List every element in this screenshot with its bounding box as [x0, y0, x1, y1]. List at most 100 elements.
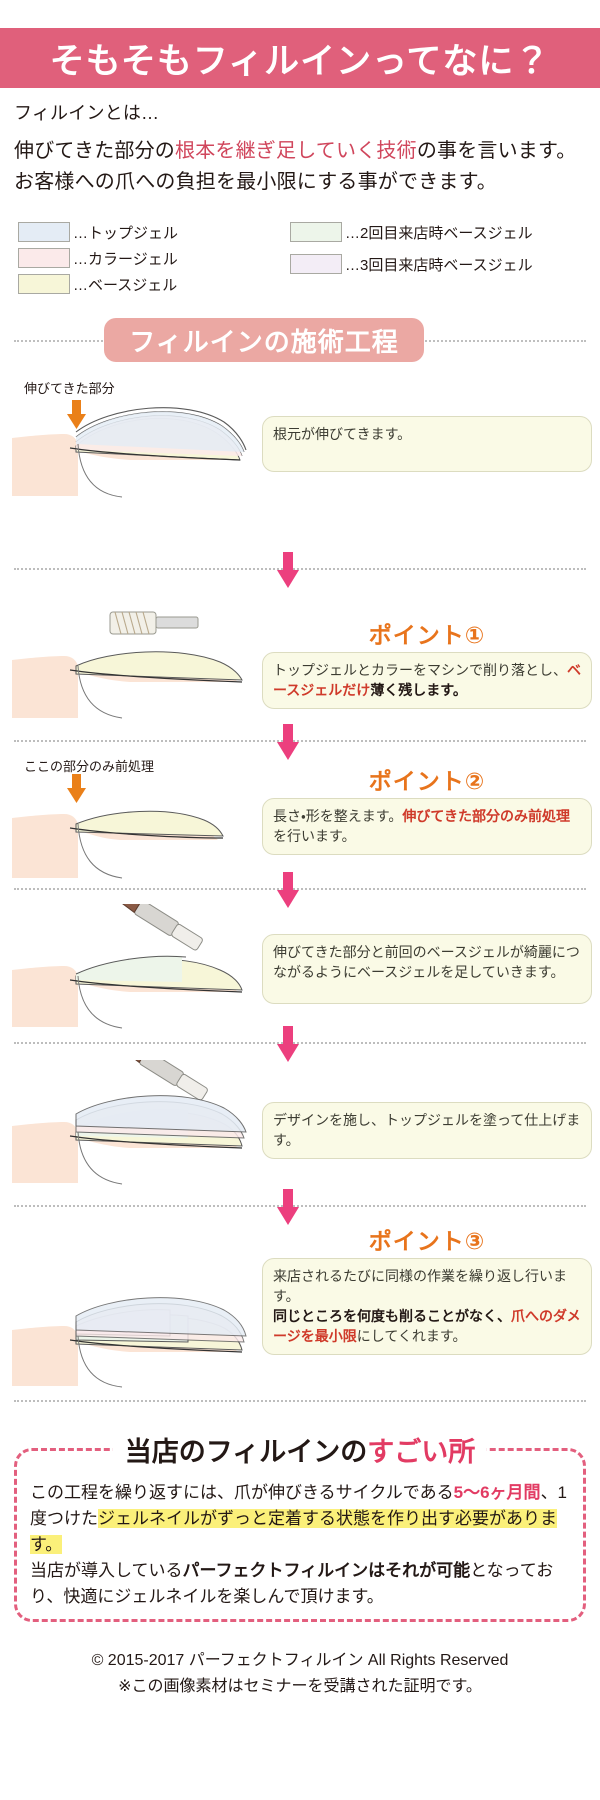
step-4-bubble: 伸びてきた部分と前回のベースジェルが綺麗につながるようにベースジェルを足していき…: [262, 934, 592, 1004]
flow-arrow-2: [275, 724, 301, 762]
legend-swatch-visit3-base-gel: [290, 254, 342, 274]
nail-cross-section-3: [12, 774, 224, 879]
drill-bit-icon: [109, 611, 199, 635]
legend-item: …3回目来店時ベースジェル: [290, 252, 533, 276]
brush-icon: [114, 889, 203, 951]
nail-cross-section-2: [12, 611, 243, 719]
step-2-text-a: トップジェルとカラーをマシンで削り落とし、: [273, 662, 567, 678]
step-divider-4: [14, 1042, 586, 1044]
legend-swatch-color-gel: [18, 248, 70, 268]
step-4-text-side: 伸びてきた部分と前回のベースジェルが綺麗につながるようにベースジェルを足していき…: [262, 934, 592, 1004]
step-2-text-highlight: ベースジェルだけ: [273, 662, 581, 698]
legend-item: …2回目来店時ベースジェル: [290, 220, 533, 244]
step-5-text: デザインを施し、トップジェルを塗って仕上げます。: [273, 1112, 581, 1148]
bottom-heading-highlight: すごい所: [367, 1436, 476, 1467]
step-divider-6: [14, 1400, 586, 1402]
bottom-body-text: この工程を繰り返すには、爪が伸びきるサイクルである5〜6ヶ月間、1度つけたジェル…: [30, 1480, 574, 1610]
bottom-p2-c: となっており、快適にジェルネイルを楽しんで頂けます。: [30, 1561, 554, 1606]
step-6-bubble: 来店されるたびに同様の作業を繰り返し行います。 同じところを何度も削ることがなく…: [262, 1258, 592, 1355]
pink-down-arrow: [277, 552, 299, 588]
bottom-p1-highlight: 5〜6ヶ月間: [453, 1483, 541, 1502]
legend-item: …トップジェル: [18, 220, 178, 244]
intro-line-2: 伸びてきた部分の根本を継ぎ足していく技術の事を言います。: [14, 136, 586, 167]
legend-item: …カラージェル: [18, 246, 178, 270]
process-step-5: デザインを施し、トップジェルを塗って仕上げます。: [0, 1039, 600, 1190]
intro-line-1: フィルインとは…: [14, 103, 160, 123]
step-2-point-heading: ポイント①: [368, 622, 486, 648]
step-2-text-side: ポイント① トップジェルとカラーをマシンで削り落とし、ベースジェルだけ薄く残しま…: [262, 616, 592, 709]
step-2-bubble: トップジェルとカラーをマシンで削り落とし、ベースジェルだけ薄く残します。: [262, 652, 592, 709]
step-3-caption: ここの部分のみ前処理: [24, 759, 155, 774]
intro-block: フィルインとは… 伸びてきた部分の根本を継ぎ足していく技術の事を言います。 お客…: [14, 98, 586, 198]
flow-arrow-1: [275, 552, 301, 590]
step-1-bubble: 根元が伸びてきます。: [262, 416, 592, 472]
process-step-2: ポイント① トップジェルとカラーをマシンで削り落とし、ベースジェルだけ薄く残しま…: [0, 600, 600, 730]
step-1-caption: 伸びてきた部分: [24, 381, 115, 396]
bottom-heading-prefix: 当店のフィルインの: [124, 1436, 368, 1467]
step-6-illustration: [10, 1268, 260, 1393]
bottom-p2-bold: パーフェクトフィルインはそれが可能: [182, 1561, 471, 1580]
process-step-4: 伸びてきた部分と前回のベースジェルが綺麗につながるようにベースジェルを足していき…: [0, 889, 600, 1034]
step-3-text-highlight: 伸びてきた部分のみ前処理: [402, 808, 570, 824]
page-header-banner: そもそもフィルインってなに？: [0, 28, 600, 88]
bottom-dashed-frame: [14, 1448, 586, 1622]
legend-label-visit2-base-gel: …2回目来店時ベースジェル: [345, 224, 533, 242]
page-title: そもそもフィルインってなに？: [49, 41, 551, 81]
legend-label-visit3-base-gel: …3回目来店時ベースジェル: [345, 256, 533, 274]
step-6-text-a: 来店されるたびに同様の作業を繰り返し行います。: [273, 1268, 567, 1304]
gel-legend: …トップジェル …カラージェル …ベースジェル …2回目来店時ベースジェル …3…: [18, 220, 582, 296]
orange-down-arrow-3: [67, 774, 86, 803]
intro-line-2-prefix: 伸びてきた部分の: [14, 140, 175, 162]
footer-copyright: © 2015-2017 パーフェクトフィルイン All Rights Reser…: [91, 1652, 509, 1669]
pink-down-arrow: [277, 724, 299, 760]
pink-down-arrow: [277, 872, 299, 908]
process-step-3: ここの部分のみ前処理 ポイント② 長さ・形を整えます。伸びてきた部分のみ前処理を…: [0, 756, 600, 886]
nail-cross-section-6: [12, 1297, 247, 1388]
bottom-p1-marked: ジェルネイルがずっと定着する状態を作り出す必要があります。: [30, 1509, 557, 1554]
legend-column-left: …トップジェル …カラージェル …ベースジェル: [18, 220, 178, 298]
step-3-text-a: 長さ・形を整えます。: [273, 808, 403, 824]
step-divider-5: [14, 1205, 586, 1207]
bottom-p2-a: 当店が導入している: [30, 1561, 183, 1580]
step-3-point-heading: ポイント②: [368, 768, 486, 794]
process-title-pill: フィルインの施術工程: [104, 318, 424, 362]
bottom-p1-a: この工程を繰り返すには、爪が伸びきるサイクルである: [30, 1483, 454, 1502]
legend-column-right: …2回目来店時ベースジェル …3回目来店時ベースジェル: [290, 220, 533, 278]
step-divider-1: [14, 568, 586, 570]
step-3-text-b: を行います。: [273, 828, 356, 844]
step-3-illustration: [10, 772, 260, 887]
legend-item: …ベースジェル: [18, 272, 178, 296]
legend-label-color-gel: …カラージェル: [73, 250, 178, 268]
nail-cross-section-1: [12, 400, 247, 498]
bottom-heading: 当店のフィルインのすごい所: [112, 1432, 488, 1467]
process-title-row: フィルインの施術工程: [0, 318, 600, 362]
step-3-text-side: ポイント② 長さ・形を整えます。伸びてきた部分のみ前処理を行います。: [262, 762, 592, 855]
legend-swatch-visit2-base-gel: [290, 222, 342, 242]
intro-line-2-highlight: 根本を継ぎ足していく技術: [175, 140, 417, 162]
step-5-bubble: デザインを施し、トップジェルを塗って仕上げます。: [262, 1102, 592, 1159]
step-4-illustration: [10, 889, 260, 1034]
legend-swatch-base-gel: [18, 274, 70, 294]
step-6-point-heading: ポイント③: [368, 1228, 486, 1254]
step-1-text: 根元が伸びてきます。: [273, 426, 412, 442]
intro-line-2-suffix: の事を言います。: [416, 140, 577, 162]
step-1-illustration: [10, 396, 260, 503]
step-6-text-side: ポイント③ 来店されるたびに同様の作業を繰り返し行います。 同じところを何度も削…: [262, 1222, 592, 1355]
legend-label-base-gel: …ベースジェル: [73, 276, 178, 294]
process-step-1: 伸びてきた部分 根元が伸びてきます。: [0, 378, 600, 498]
process-title-text: フィルインの施術工程: [129, 326, 399, 357]
step-divider-3: [14, 888, 586, 890]
pink-down-arrow: [277, 1026, 299, 1062]
step-5-illustration: [10, 1039, 260, 1190]
intro-line-3: お客様への爪への負担を最小限にする事ができます。: [14, 171, 497, 193]
step-6-text-highlight: 爪へのダメージを最小限: [273, 1308, 581, 1344]
step-5-text-side: デザインを施し、トップジェルを塗って仕上げます。: [262, 1102, 592, 1159]
step-divider-2: [14, 740, 586, 742]
step-3-bubble: 長さ・形を整えます。伸びてきた部分のみ前処理を行います。: [262, 798, 592, 855]
pink-down-arrow: [277, 1189, 299, 1225]
step-4-text: 伸びてきた部分と前回のベースジェルが綺麗につながるようにベースジェルを足していき…: [273, 944, 580, 980]
step-2-illustration: [10, 600, 260, 725]
step-2-text-b: 薄く残します。: [370, 682, 467, 698]
flow-arrow-5: [275, 1189, 301, 1227]
